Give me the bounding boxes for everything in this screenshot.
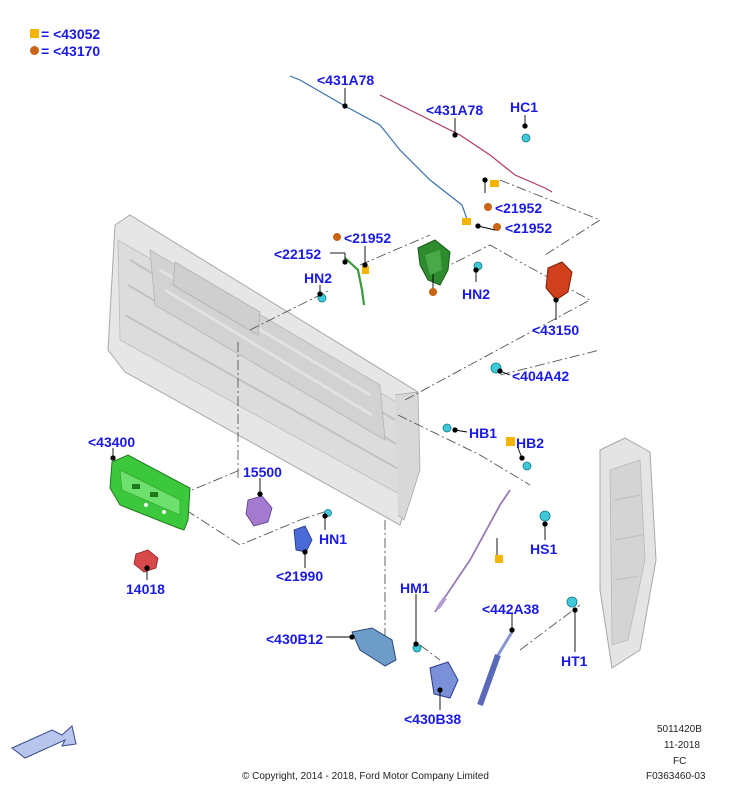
callout-442a38[interactable]: <442A38 [482,601,540,617]
callout-21952-a[interactable]: <21952 [495,200,543,216]
callout-hn1[interactable]: HN1 [319,531,348,547]
callout-21952-c[interactable]: <21952 [344,230,392,246]
legend-circle-label: = <43170 [41,43,101,59]
clip-square-43052 [495,555,503,563]
blue-release-cable [289,75,469,223]
callout-hn2-left[interactable]: HN2 [304,270,333,286]
legend-square-label: = <43052 [41,26,101,42]
callout-431a78-blue[interactable]: <431A78 [317,72,375,88]
side-trim-panel [599,437,657,669]
fastener-hs1 [539,510,551,522]
front-direction-arrow-icon [11,725,77,759]
nut-43170 [484,203,492,211]
legend-circle-icon [30,46,39,55]
fastener-hb1 [442,423,452,433]
diagram-date: 11-2018 [664,740,700,751]
clips-and-nuts [333,180,515,563]
callout-hb2[interactable]: HB2 [516,435,545,451]
clip-square [490,180,499,187]
bracket-430b38 [429,661,459,699]
callout-430b38[interactable]: <430B38 [404,711,462,727]
support-cable [434,489,511,613]
hinge-430b12 [351,627,397,667]
fastener-ht1 [566,596,578,608]
callout-21990[interactable]: <21990 [276,568,324,584]
clip-square-43052-hb2 [506,437,515,446]
fastener-hb2 [522,461,532,471]
callout-43150[interactable]: <43150 [532,322,580,338]
part-14018 [133,549,159,573]
callout-hn2-right[interactable]: HN2 [462,286,491,302]
handle-assembly [109,454,191,531]
part-21990 [293,525,313,553]
red-release-cable [379,94,553,193]
callout-hs1[interactable]: HS1 [530,541,558,557]
callout-22152[interactable]: <22152 [274,246,322,262]
callout-21952-b[interactable]: <21952 [505,220,553,236]
callout-43400[interactable]: <43400 [88,434,136,450]
callout-hm1[interactable]: HM1 [400,580,430,596]
assembly-lines [179,179,601,661]
callout-15500[interactable]: 15500 [243,464,282,480]
callout-14018[interactable]: 14018 [126,581,165,597]
strut-442a38 [477,631,514,707]
part-15500 [245,495,273,527]
leader-lines [110,88,578,710]
nut-43170 [333,233,341,241]
callout-404a42[interactable]: <404A42 [512,368,570,384]
center-latch [417,239,451,286]
tailgate-panel [107,214,421,526]
diagram-figure-id: F0363460-03 [646,771,706,782]
legend-square-icon [30,29,39,38]
clip-square [362,266,369,274]
diagram-region: FC [673,756,687,767]
nut-43170 [493,223,501,231]
fastener-hc1 [521,133,531,143]
part-43150 [545,261,573,301]
nut-43170 [429,288,437,296]
callout-ht1[interactable]: HT1 [561,653,588,669]
callout-430b12[interactable]: <430B12 [266,631,324,647]
callout-431a78-red[interactable]: <431A78 [426,102,484,118]
copyright-notice: © Copyright, 2014 - 2018, Ford Motor Com… [242,771,489,782]
cables [289,75,553,613]
callout-hc1[interactable]: HC1 [510,99,539,115]
part-22152 [344,257,366,306]
clip-square [462,218,471,225]
callout-hb1[interactable]: HB1 [469,425,498,441]
diagram-code: 5011420B [657,724,702,735]
